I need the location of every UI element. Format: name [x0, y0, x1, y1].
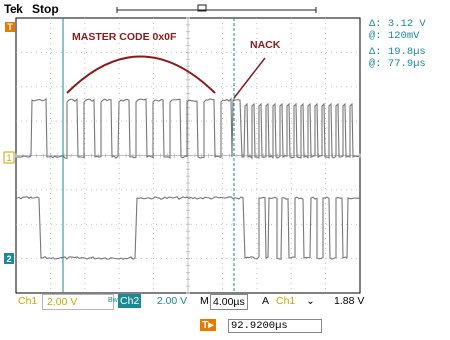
master-code-label: MASTER CODE 0x0F — [72, 31, 177, 43]
delta-volts-readout: Δ: 3.12 V — [369, 18, 426, 30]
acquisition-state: Stop — [32, 2, 59, 16]
ch1-label[interactable]: Ch1 — [18, 295, 38, 307]
trigger-marker[interactable]: T — [5, 22, 15, 32]
bandwidth-limit-icon: Bw — [108, 297, 118, 304]
ch2-level-marker[interactable]: 2 — [4, 253, 14, 264]
trigger-position-icon: T▸ — [200, 319, 216, 331]
ch2-trace — [16, 196, 361, 260]
trigger-position-value[interactable]: 92.9200µs — [228, 319, 322, 333]
nack-arrow — [233, 57, 266, 99]
at-time-readout: @: 77.9µs — [369, 58, 426, 70]
trigger-mode: A — [262, 295, 270, 307]
ch1-level-marker[interactable]: 1 — [3, 151, 15, 164]
trigger-level[interactable]: 1.88 V — [334, 295, 365, 307]
ch1-scale[interactable]: 2.00 V — [42, 294, 114, 310]
brand-label: Tek — [4, 2, 23, 16]
ch1-trace — [16, 97, 360, 160]
record-position-indicator — [116, 4, 317, 13]
ch2-label[interactable]: Ch2 — [118, 294, 142, 308]
timebase-m-label: M — [200, 295, 209, 307]
at-volts-readout: @: 120mV — [369, 30, 420, 42]
delta-time-readout: Δ: 19.8µs — [369, 46, 426, 58]
ch1-marker-label: 1 — [6, 153, 11, 163]
timebase-value[interactable]: 4.00µs — [210, 294, 248, 310]
ch2-scale[interactable]: 2.00 V — [156, 295, 188, 307]
trigger-source[interactable]: Ch1 — [276, 295, 296, 307]
nack-label: NACK — [250, 39, 281, 51]
trigger-slope-icon: ⌄ — [306, 295, 315, 307]
ch2-marker-label: 2 — [6, 254, 11, 264]
status-bar: Ch1 2.00 V Bw Ch2 2.00 V M 4.00µs A Ch1 … — [14, 294, 450, 310]
master-code-arc — [66, 55, 216, 94]
trigger-marker-label: T — [7, 22, 13, 32]
